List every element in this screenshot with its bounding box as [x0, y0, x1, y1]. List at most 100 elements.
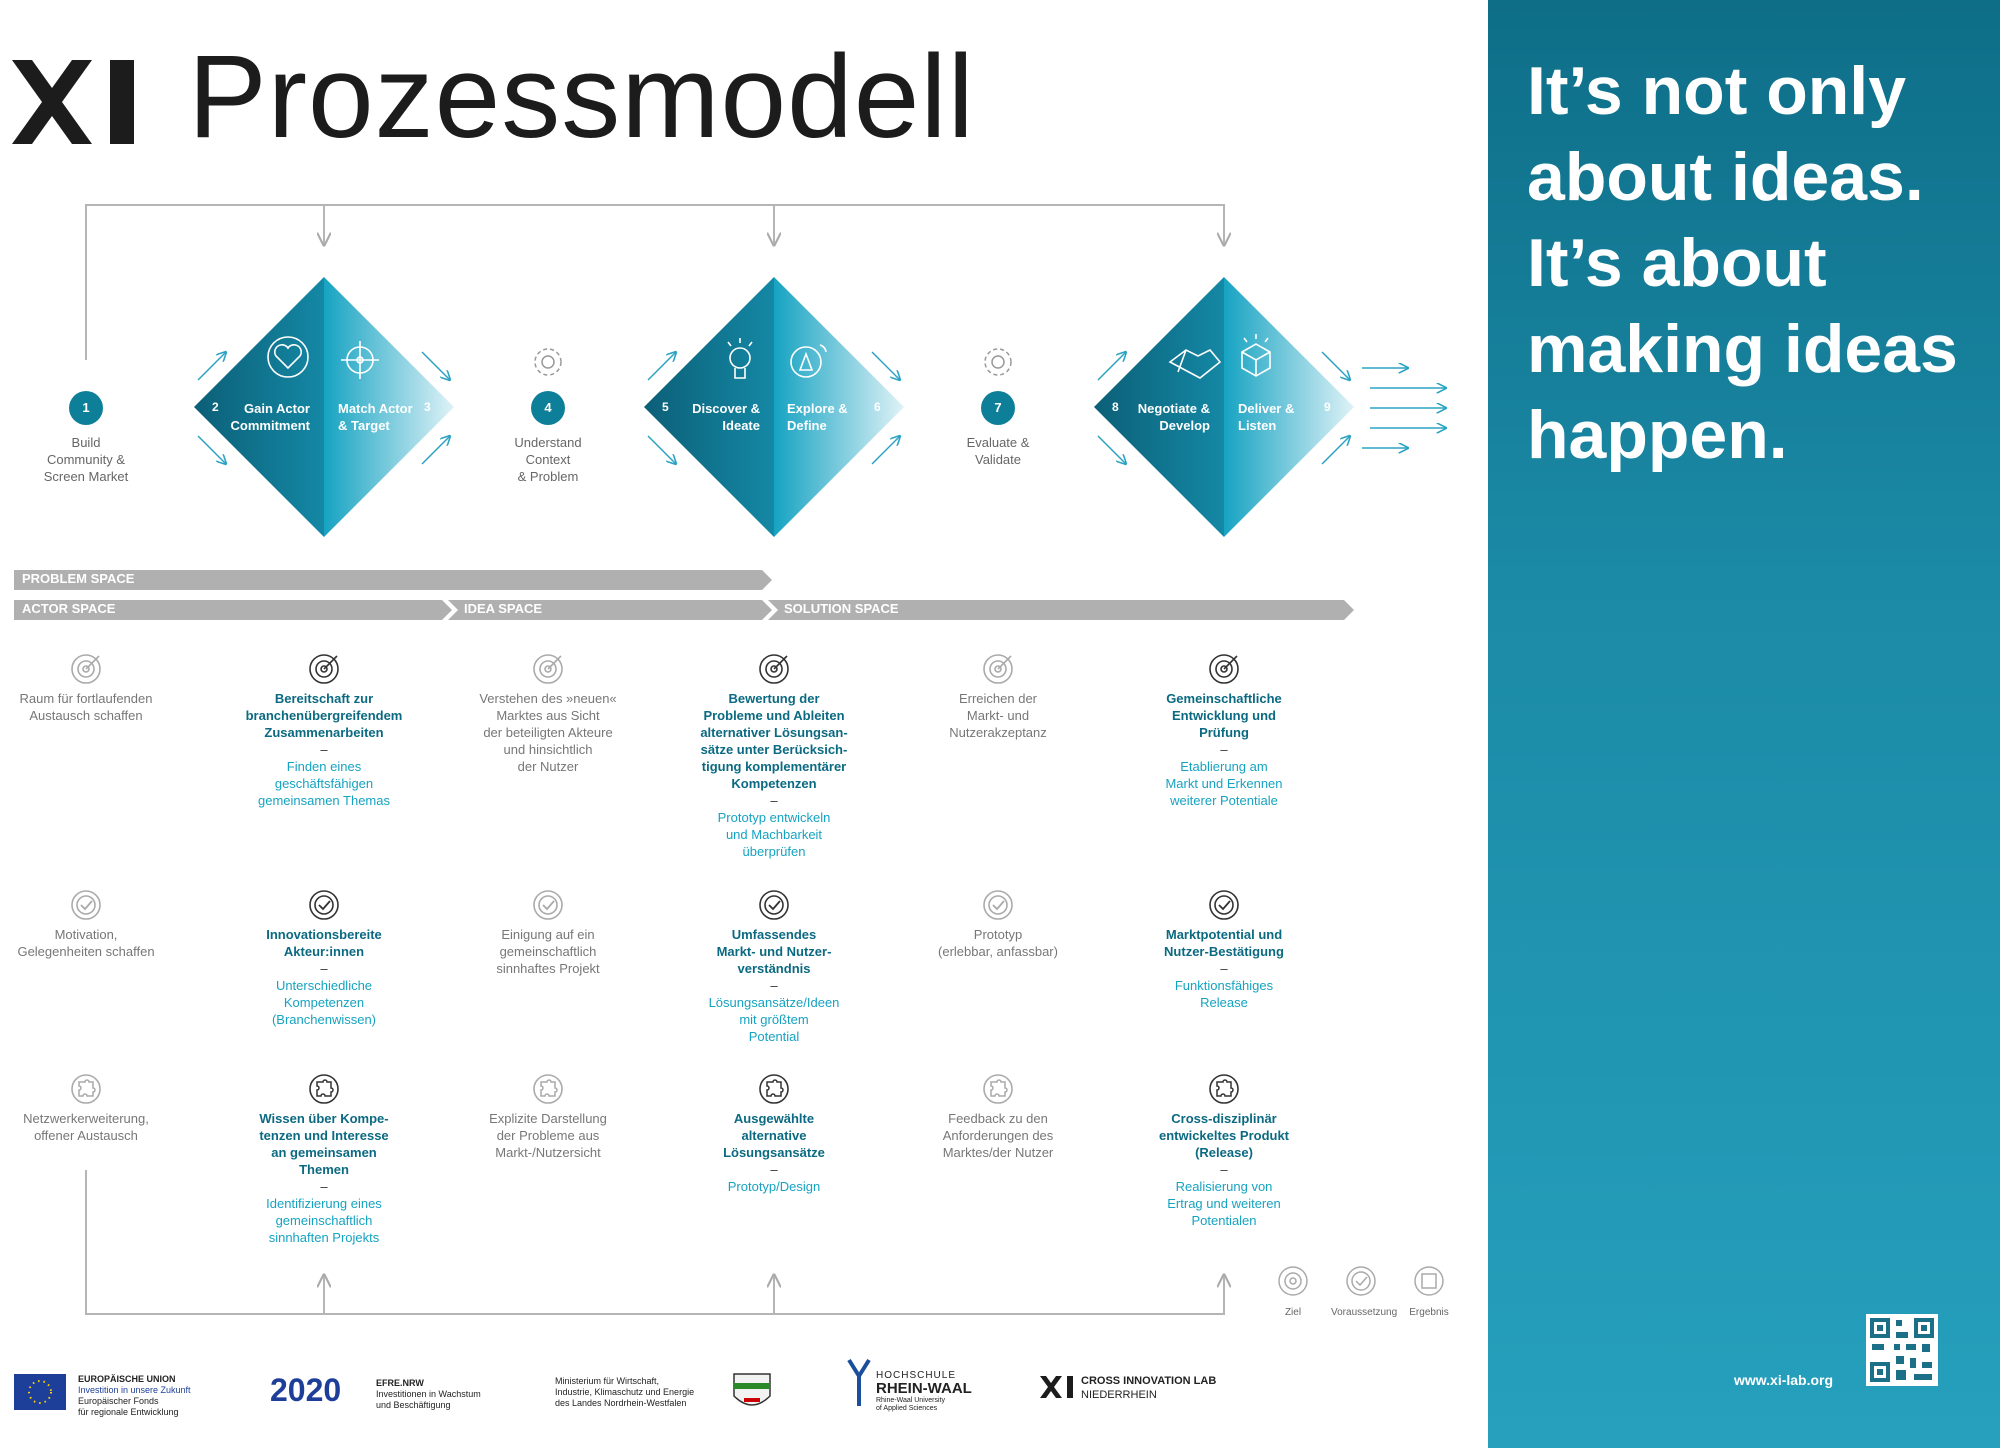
- puzzle-icon: [759, 1074, 789, 1104]
- actor-space-label: ACTOR SPACE: [22, 601, 116, 616]
- cell-result-text: Realisierung von: [1175, 1179, 1273, 1194]
- cell-result-text: Prototyp/Design: [727, 1179, 821, 1194]
- cell-text: Explizite Darstellung: [489, 1111, 607, 1126]
- target-crosshair-icon: [341, 341, 379, 379]
- legend-check-icon: [1346, 1266, 1376, 1296]
- top-feedback-loop: [85, 204, 1224, 360]
- diamond-number-8: 8: [1112, 400, 1119, 414]
- cell-divider: –: [1220, 961, 1228, 976]
- handshake-icon: [1168, 349, 1222, 379]
- cell-text: der Nutzer: [517, 759, 579, 774]
- cell-text: Netzwerkerweiterung,: [23, 1111, 149, 1126]
- puzzle-icon: [309, 1074, 339, 1104]
- cell-text: (erlebbar, anfassbar): [938, 944, 1058, 959]
- cell-divider: –: [770, 1162, 778, 1177]
- cell-text: Markt- und Nutzer-: [716, 944, 832, 959]
- cell-result-text: Funktionsfähiges: [1174, 978, 1274, 993]
- cell-text: der Probleme aus: [496, 1128, 600, 1143]
- cell-result-text: Lösungsansätze/Ideen: [708, 995, 840, 1010]
- cell-text: Zusammenarbeiten: [264, 725, 384, 740]
- cell-result-text: Etablierung am: [1180, 759, 1268, 774]
- cell-text: offener Austausch: [34, 1128, 138, 1143]
- cell-text: tigung komplementärer: [701, 759, 847, 774]
- cell-text: entwickeltes Produkt: [1158, 1128, 1290, 1143]
- puzzle-icon: [71, 1074, 101, 1104]
- cell-text: Akteur:innen: [283, 944, 365, 959]
- cell-text: Prototyp: [973, 927, 1023, 942]
- cell-text: Marktes/der Nutzer: [942, 1145, 1054, 1160]
- cell-text: Austausch schaffen: [29, 708, 143, 723]
- cell-result-text: Identifizierung eines: [266, 1196, 382, 1211]
- cell-result-text: Prototyp entwickeln: [717, 810, 831, 825]
- compass-icon: [790, 344, 827, 378]
- cell-result-text: Finden eines: [286, 759, 362, 774]
- check-circle-icon: [1209, 890, 1239, 920]
- website-link[interactable]: www.xi-lab.org: [1734, 1372, 1834, 1388]
- cell-text: Cross-disziplinär: [1171, 1111, 1277, 1126]
- cell-divider: –: [1220, 1162, 1228, 1177]
- cell-text: Verstehen des »neuen«: [479, 691, 617, 706]
- cell-result-text: überprüfen: [742, 844, 806, 859]
- diamond-number-9: 9: [1324, 400, 1331, 414]
- check-circle-icon: [759, 890, 789, 920]
- cell-result-text: sinnhaften Projekts: [268, 1230, 380, 1245]
- cell-result-text: geschäftsfähigen: [274, 776, 374, 791]
- cell-text: Kompetenzen: [731, 776, 817, 791]
- cell-text: Nutzer-Bestätigung: [1164, 944, 1284, 959]
- cell-text: Innovationsbereite: [266, 927, 382, 942]
- legend-target-icon: [1278, 1266, 1308, 1296]
- cell-text: sätze unter Berücksich-: [700, 742, 848, 757]
- cell-text: Gelegenheiten schaffen: [17, 944, 155, 959]
- cell-text: Bereitschaft zur: [274, 691, 374, 706]
- cell-text: Entwicklung und: [1172, 708, 1276, 723]
- xi-small-logo-icon: [1040, 1376, 1073, 1398]
- cell-text: Probleme und Ableiten: [703, 708, 845, 723]
- idea-space-band: [448, 600, 772, 620]
- cell-divider: –: [320, 1179, 328, 1194]
- cell-divider: –: [770, 978, 778, 993]
- diamond-label-3: Match Actor& Target: [338, 401, 413, 433]
- puzzle-icon: [1209, 1074, 1239, 1104]
- hsrw-text: HOCHSCHULE RHEIN-WAAL Rhine-Waal Univers…: [876, 1370, 972, 1412]
- claim-panel: [1488, 0, 2000, 1448]
- cell-text: (Release): [1195, 1145, 1253, 1160]
- diamond-arrows: [197, 352, 1446, 464]
- cell-divider: –: [320, 742, 328, 757]
- cell-result-text: Potentialen: [1191, 1213, 1257, 1228]
- cell-text: Motivation,: [54, 927, 118, 942]
- legend-icons: [1278, 1266, 1444, 1296]
- cell-text: Themen: [299, 1162, 349, 1177]
- box-icon: [1241, 334, 1271, 377]
- diagram-graphics: [14, 204, 1488, 1315]
- target-icon: [533, 654, 563, 684]
- stage-number-7: 7: [981, 391, 1015, 425]
- qr-code-icon[interactable]: [1866, 1314, 1938, 1386]
- eu-flag-icon: [14, 1374, 66, 1410]
- solution-space-band: [768, 600, 1354, 620]
- legend-voraussetzung: Voraussetzung: [1331, 1307, 1398, 1318]
- legend-ziel: Ziel: [1284, 1307, 1302, 1318]
- idea-space-label: IDEA SPACE: [464, 601, 543, 616]
- diamond-3: [1094, 277, 1354, 537]
- cell-result-text: Markt und Erkennen: [1165, 776, 1283, 791]
- stage-label-7: Evaluate &Validate: [966, 435, 1030, 467]
- diamond-label-5: Discover &Ideate: [692, 401, 760, 433]
- cell-result-text: Potential: [748, 1029, 800, 1044]
- cell-text: tenzen und Interesse: [259, 1128, 389, 1143]
- cell-text: Raum für fortlaufenden: [19, 691, 153, 706]
- cell-text: Markt- und: [966, 708, 1030, 723]
- gear-icon-stage-7: [984, 348, 1012, 376]
- nrw-coat-of-arms-icon: [733, 1373, 771, 1406]
- cell-result-text: mit größtem: [739, 1012, 809, 1027]
